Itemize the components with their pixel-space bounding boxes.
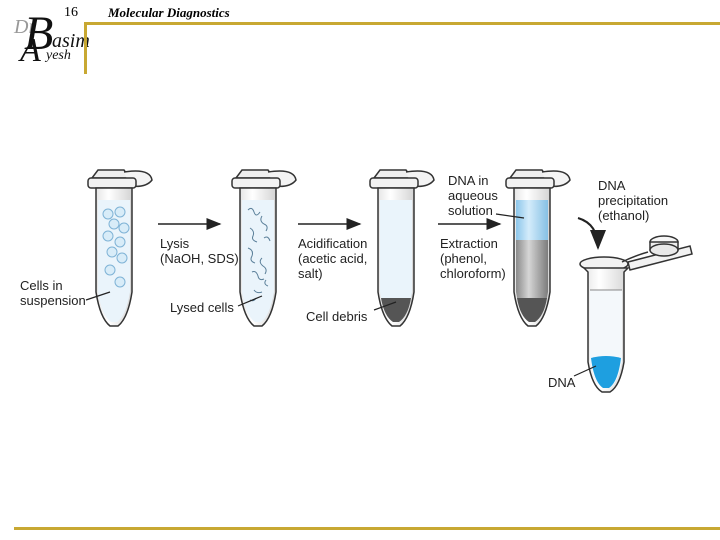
aqueous-leader-line bbox=[495, 213, 525, 219]
transfer-arrow bbox=[577, 217, 606, 250]
tube-lysed bbox=[231, 169, 297, 327]
logo-b-letter: B bbox=[24, 7, 54, 60]
slide-title: Molecular Diagnostics bbox=[108, 5, 230, 20]
debris-label: Cell debris bbox=[306, 309, 368, 324]
extraction-label: Extraction(phenol,chloroform) bbox=[440, 236, 506, 281]
cells-leader-line bbox=[85, 291, 111, 301]
debris-leader-line bbox=[373, 301, 397, 311]
footer-rule bbox=[14, 527, 720, 530]
logo-dr-text: Dr. bbox=[14, 16, 40, 38]
lysed-label: Lysed cells bbox=[170, 300, 234, 315]
author-logo: Dr. B asim A yesh bbox=[6, 6, 90, 69]
logo-yesh-text: yesh bbox=[46, 48, 71, 63]
dna-leader-line bbox=[573, 365, 597, 377]
lysis-label: Lysis(NaOH, SDS) bbox=[160, 236, 239, 266]
lysed-leader-line bbox=[237, 295, 263, 307]
logo-a-letter: A bbox=[20, 32, 41, 69]
tube-debris bbox=[369, 169, 435, 327]
tube-extraction bbox=[505, 169, 571, 327]
tube-cells bbox=[87, 169, 153, 327]
acidification-label: Acidification(acetic acid,salt) bbox=[298, 236, 368, 281]
slide-number: 16 bbox=[64, 5, 78, 20]
logo-asim-text: asim bbox=[52, 30, 90, 52]
header-rule bbox=[84, 22, 720, 25]
tube-dna-pellet bbox=[579, 235, 693, 393]
header-side-rule bbox=[84, 22, 87, 74]
dna-label: DNA bbox=[548, 375, 576, 390]
